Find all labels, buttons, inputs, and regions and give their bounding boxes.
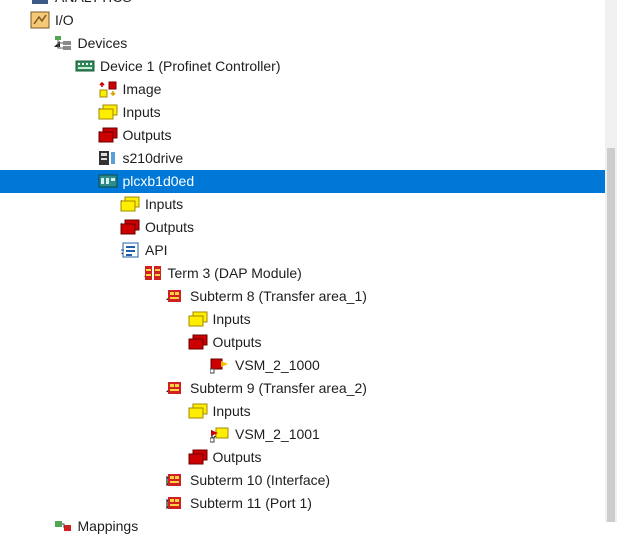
profinet-controller-icon — [75, 57, 95, 75]
tree-row[interactable]: Inputs — [0, 308, 605, 331]
tree-row[interactable]: Term 3 (DAP Module) — [0, 262, 605, 285]
tree-item-label: Inputs — [212, 403, 251, 419]
tree-item-label: Device 1 (Profinet Controller) — [100, 58, 281, 74]
tree-item-label: Subterm 9 (Transfer area_2) — [190, 380, 367, 396]
subterm-icon — [165, 287, 185, 305]
plc-device-icon — [98, 172, 118, 190]
subterm-icon — [165, 471, 185, 489]
tree-row[interactable]: plcxb1d0ed — [0, 170, 605, 193]
tree-row[interactable]: Inputs — [0, 101, 605, 124]
tree-item-label: Inputs — [122, 104, 161, 120]
tree-item-label: Outputs — [212, 449, 262, 465]
subterm-icon — [165, 379, 185, 397]
inputs-icon — [188, 402, 208, 420]
tree-item-label: Subterm 8 (Transfer area_1) — [190, 288, 367, 304]
inputs-icon — [98, 103, 118, 121]
inputs-icon — [188, 310, 208, 328]
tree-row[interactable]: Outputs — [0, 216, 605, 239]
tree-item-label: VSM_2_1000 — [235, 357, 320, 373]
api-icon — [120, 241, 140, 259]
tree-row[interactable]: Subterm 10 (Interface) — [0, 469, 605, 492]
tree-row[interactable]: Inputs — [0, 400, 605, 423]
tree-row[interactable]: Inputs — [0, 193, 605, 216]
outputs-icon — [120, 218, 140, 236]
tree-item-label: Mappings — [77, 518, 139, 534]
tree-row[interactable]: Image — [0, 78, 605, 101]
tree-item-label: Subterm 11 (Port 1) — [190, 495, 312, 511]
tree-item-label: ANALYTICS — [55, 0, 132, 6]
analytics-icon — [30, 0, 50, 6]
devices-icon — [53, 34, 73, 52]
tree-item-label: Inputs — [145, 196, 184, 212]
tree-row[interactable]: I/O — [0, 9, 605, 32]
tree-row[interactable]: Devices — [0, 32, 605, 55]
tree-item-label: Subterm 10 (Interface) — [190, 472, 331, 488]
tree-item-label: Outputs — [212, 334, 262, 350]
tree-item-label: Outputs — [122, 127, 172, 143]
tree-item-label: s210drive — [122, 150, 184, 166]
tree-row[interactable]: Subterm 11 (Port 1) — [0, 492, 605, 515]
drive-icon — [98, 149, 118, 167]
tree-item-label: Devices — [77, 35, 128, 51]
tree-item-label: plcxb1d0ed — [122, 173, 195, 189]
mappings-icon — [53, 517, 73, 535]
scrollbar-thumb[interactable] — [607, 148, 615, 522]
tree-row[interactable]: Outputs — [0, 446, 605, 469]
inputs-icon — [120, 195, 140, 213]
tree-item-label: VSM_2_1001 — [235, 426, 320, 442]
output-variable-icon — [209, 356, 230, 374]
tree-row[interactable]: Device 1 (Profinet Controller) — [0, 55, 605, 78]
tree-item-label: I/O — [55, 12, 74, 28]
tree-row[interactable]: VSM_2_1000 — [0, 354, 605, 377]
tree-row[interactable]: VSM_2_1001 — [0, 423, 605, 446]
tree-item-label: Inputs — [212, 311, 251, 327]
tree-row[interactable]: s210drive — [0, 147, 605, 170]
tree-row[interactable]: Outputs — [0, 124, 605, 147]
tree-row[interactable]: Subterm 9 (Transfer area_2) — [0, 377, 605, 400]
tree-row[interactable]: ANALYTICS — [0, 0, 605, 9]
tree-row[interactable]: Outputs — [0, 331, 605, 354]
tree-row[interactable]: Subterm 8 (Transfer area_1) — [0, 285, 605, 308]
vertical-scrollbar[interactable] — [605, 0, 617, 522]
outputs-icon — [98, 126, 118, 144]
outputs-icon — [188, 448, 208, 466]
module-icon — [143, 264, 163, 282]
tree-item-label: Outputs — [145, 219, 195, 235]
tree-row[interactable]: Mappings — [0, 515, 605, 538]
tree-item-label: Image — [122, 81, 162, 97]
io-icon — [30, 11, 50, 29]
tree-item-label: API — [145, 242, 168, 258]
subterm-icon — [165, 494, 185, 512]
input-variable-icon — [209, 425, 230, 443]
tree-item-label: Term 3 (DAP Module) — [167, 265, 302, 281]
outputs-icon — [188, 333, 208, 351]
image-icon — [98, 80, 118, 98]
tree-row[interactable]: API — [0, 239, 605, 262]
